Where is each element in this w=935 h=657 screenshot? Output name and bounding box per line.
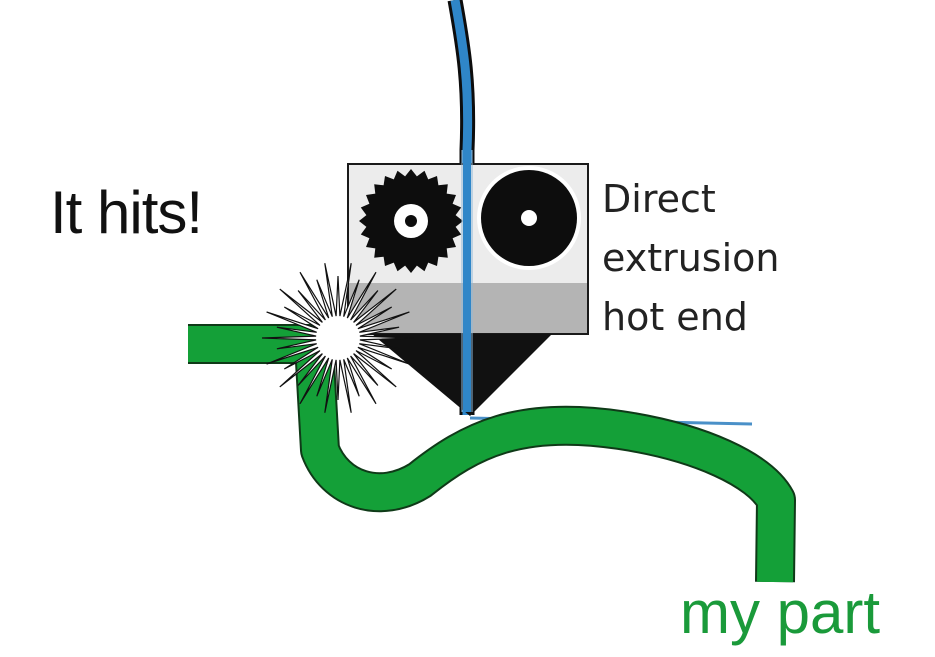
idler-wheel-icon — [477, 166, 581, 270]
hot-end-label: Direct extrusion hot end — [602, 177, 780, 339]
my-part-shape — [188, 324, 796, 583]
gear-axle — [405, 215, 417, 227]
part-label: my part — [680, 579, 881, 646]
extruder-gear-icon — [359, 169, 463, 273]
filament-path — [463, 150, 471, 412]
part-body — [188, 326, 794, 583]
collision-label: It hits! — [50, 179, 203, 246]
idler-axle — [521, 210, 537, 226]
filament-core — [450, 0, 473, 415]
starburst-icon — [261, 263, 415, 413]
